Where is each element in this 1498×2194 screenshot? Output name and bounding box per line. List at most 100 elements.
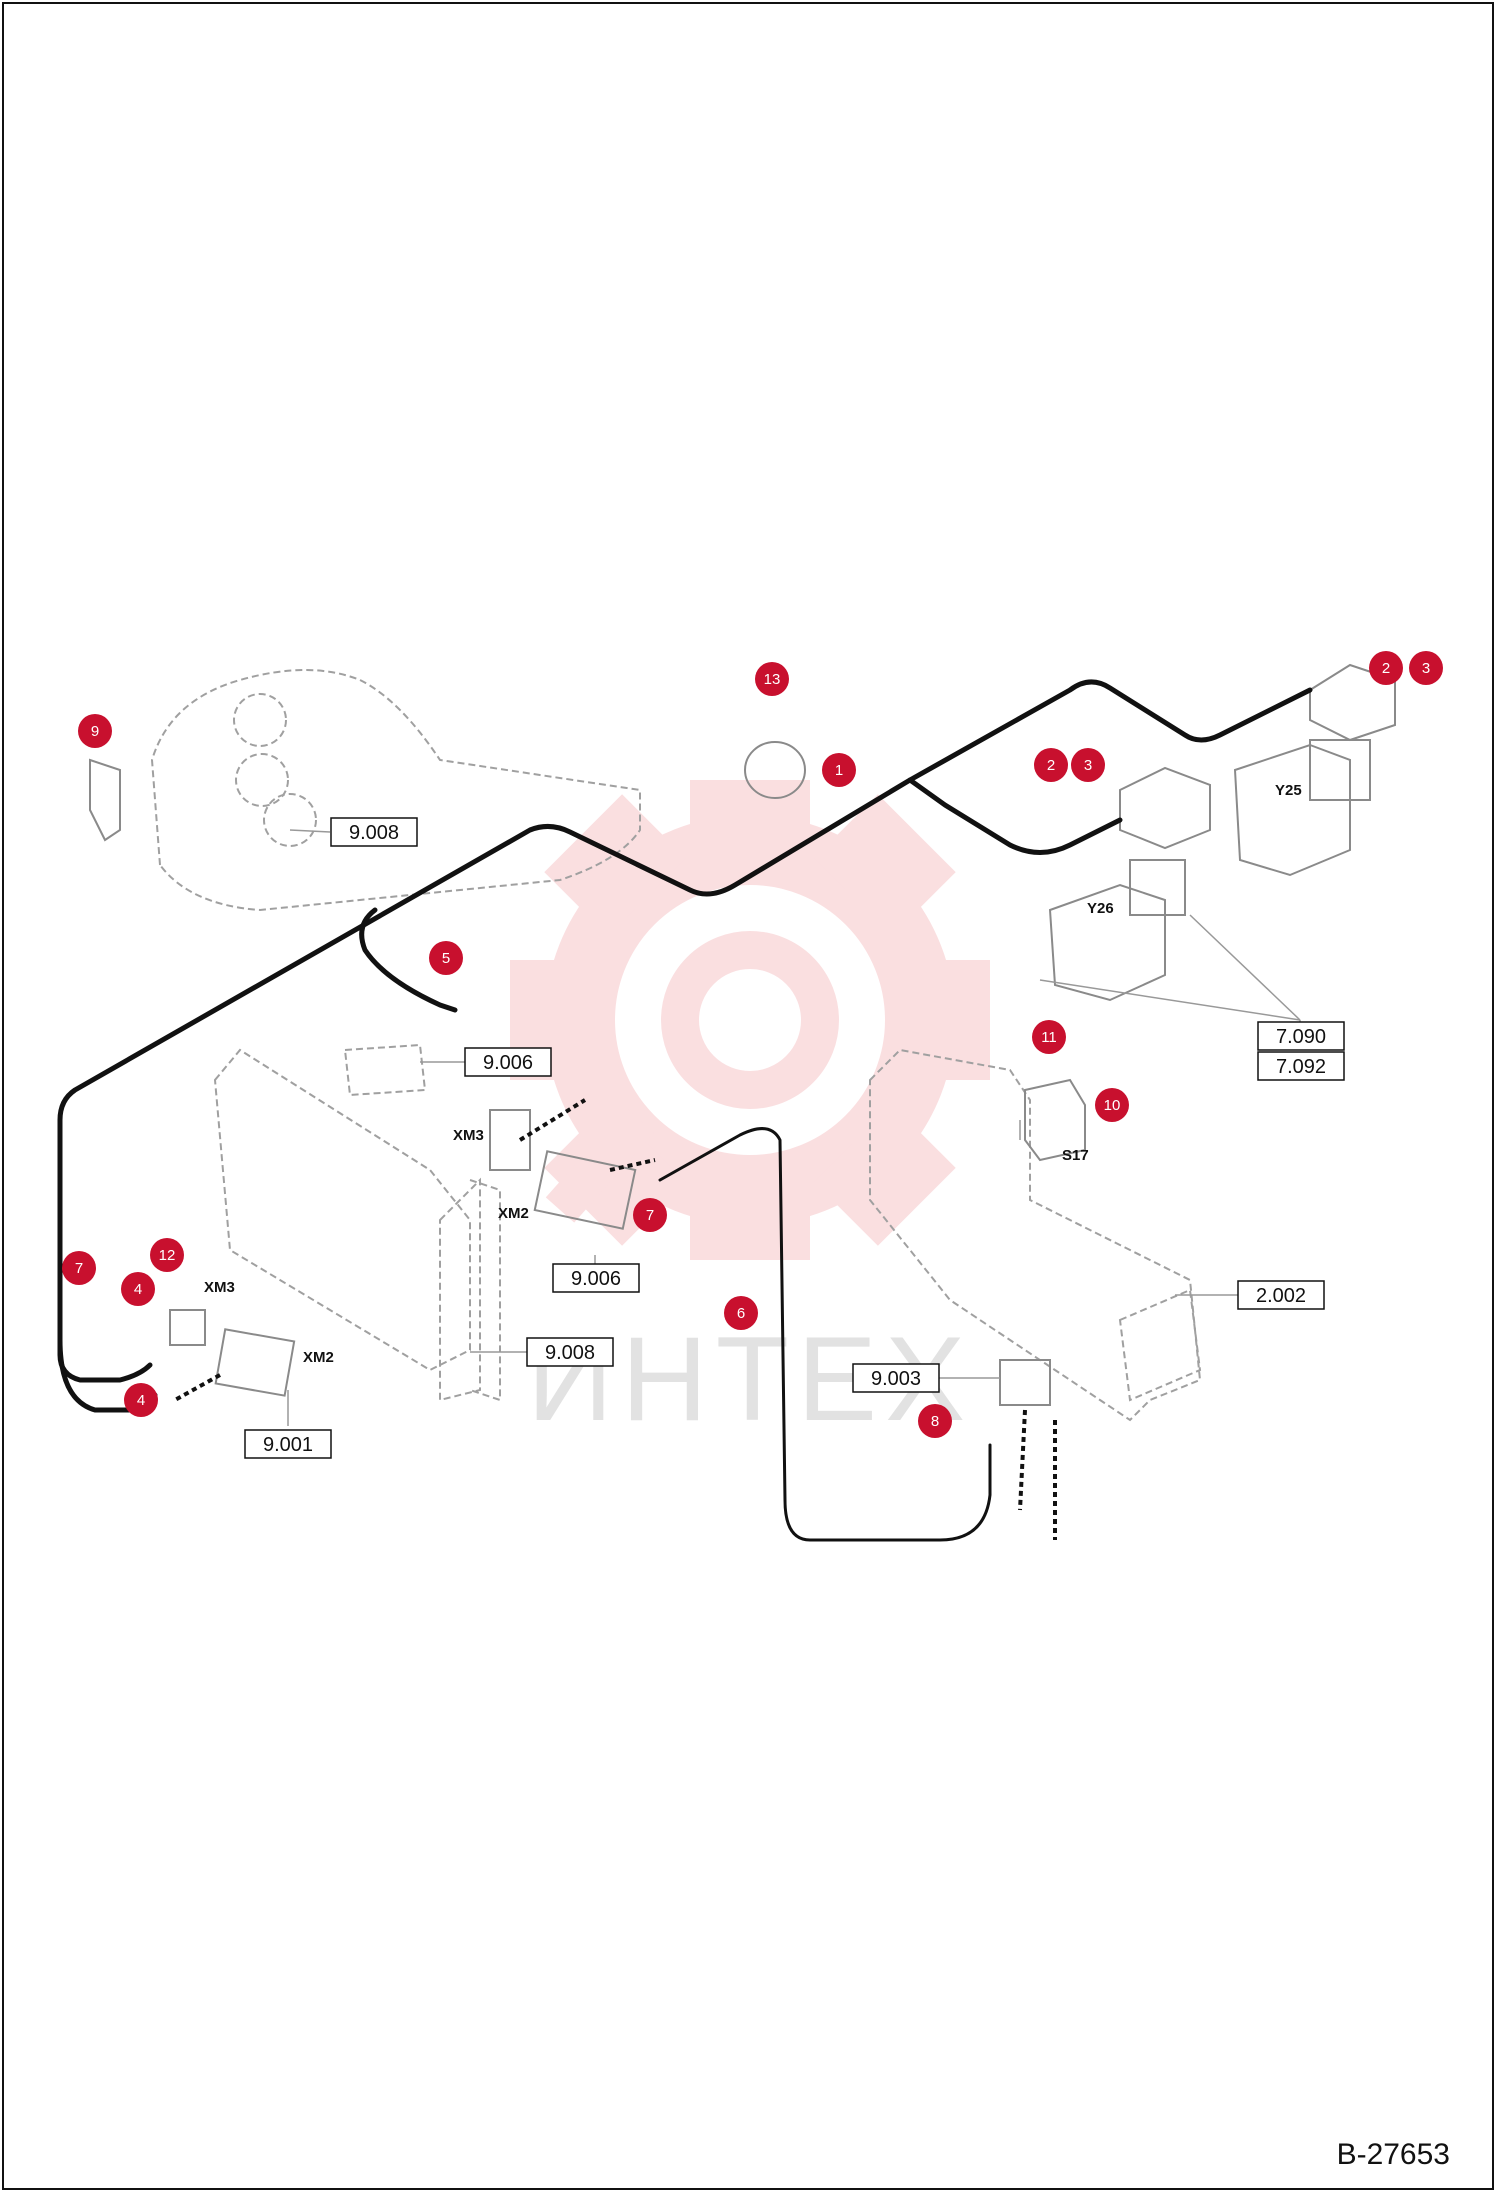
callout-7: 7 bbox=[62, 1251, 96, 1285]
callout-badge bbox=[918, 1404, 952, 1438]
callout-badge bbox=[429, 941, 463, 975]
valve-y26 bbox=[1048, 883, 1166, 1002]
main-harness bbox=[57, 679, 1313, 1383]
callout-4: 4 bbox=[121, 1272, 155, 1306]
valve-y25-coil bbox=[1309, 739, 1371, 801]
callout-9: 9 bbox=[78, 714, 112, 748]
designation-y26: Y26 bbox=[1087, 900, 1114, 917]
callout-2: 2 bbox=[1369, 651, 1403, 685]
reference-label: 9.006 bbox=[483, 1052, 533, 1074]
connector-xm2-top bbox=[533, 1150, 637, 1230]
reference-label: 9.008 bbox=[349, 822, 399, 844]
callout-badge bbox=[724, 1296, 758, 1330]
callout-number: 9 bbox=[91, 723, 99, 740]
callout-number: 1 bbox=[835, 762, 843, 779]
callout-number: 4 bbox=[137, 1392, 145, 1409]
callout-number: 3 bbox=[1422, 660, 1430, 677]
cable-tie bbox=[744, 741, 806, 799]
callout-badge bbox=[633, 1198, 667, 1232]
switch-s17 bbox=[1024, 1078, 1086, 1162]
callout-badge bbox=[1409, 651, 1443, 685]
reference-label: 7.090 bbox=[1276, 1026, 1326, 1048]
callout-badge bbox=[62, 1251, 96, 1285]
designation-xm2-top: XM2 bbox=[498, 1205, 529, 1222]
callout-badge bbox=[78, 714, 112, 748]
callout-number: 7 bbox=[646, 1207, 654, 1224]
reference-box-9-006: 9.006 bbox=[552, 1263, 640, 1293]
callout-badge bbox=[1071, 748, 1105, 782]
instrument-panel bbox=[150, 669, 641, 912]
connector-xm3-left bbox=[169, 1309, 206, 1346]
callout-number: 4 bbox=[134, 1281, 142, 1298]
designation-s17: S17 bbox=[1062, 1147, 1089, 1164]
reference-box-frame bbox=[1257, 1051, 1345, 1081]
callout-11: 11 bbox=[1032, 1020, 1066, 1054]
valve-y25 bbox=[1233, 743, 1351, 877]
callout-number: 10 bbox=[1104, 1097, 1121, 1114]
callout-badge bbox=[1369, 651, 1403, 685]
callout-number: 2 bbox=[1047, 757, 1055, 774]
reference-box-9-006: 9.006 bbox=[464, 1047, 552, 1077]
callout-13: 13 bbox=[755, 662, 789, 696]
callout-number: 13 bbox=[764, 671, 781, 688]
watermark-logo bbox=[510, 780, 990, 1260]
connector-y25 bbox=[1309, 663, 1396, 742]
callout-badge bbox=[121, 1272, 155, 1306]
callout-number: 11 bbox=[1041, 1029, 1057, 1046]
reference-box-frame bbox=[852, 1363, 940, 1393]
control-panel-side bbox=[439, 1177, 481, 1402]
harness-branch-ground bbox=[359, 907, 458, 1013]
reference-box-7-090: 7.090 bbox=[1257, 1021, 1345, 1051]
wire-bundle-xm3 bbox=[518, 1098, 587, 1142]
reference-label: 2.002 bbox=[1256, 1285, 1306, 1307]
reference-label: 9.006 bbox=[571, 1268, 621, 1290]
reference-box-frame bbox=[1257, 1021, 1345, 1051]
control-panel-back bbox=[469, 1179, 501, 1402]
reference-label: 9.001 bbox=[263, 1434, 313, 1456]
callout-badge bbox=[124, 1383, 158, 1417]
callout-badge bbox=[822, 753, 856, 787]
callout-number: 8 bbox=[931, 1413, 939, 1430]
wire-bundle-xm2-left bbox=[174, 1373, 221, 1402]
connector-xm2-left bbox=[214, 1328, 296, 1397]
reference-box-7-092: 7.092 bbox=[1257, 1051, 1345, 1081]
callout-number: 7 bbox=[75, 1260, 83, 1277]
gauge-2 bbox=[235, 753, 289, 807]
reference-box-9-008: 9.008 bbox=[526, 1337, 614, 1367]
reference-box-frame bbox=[552, 1263, 640, 1293]
callout-badge bbox=[1095, 1088, 1129, 1122]
callout-number: 3 bbox=[1084, 757, 1092, 774]
callout-badge bbox=[1034, 748, 1068, 782]
reference-box-2-002: 2.002 bbox=[1237, 1280, 1325, 1310]
callout-10: 10 bbox=[1095, 1088, 1129, 1122]
callout-6: 6 bbox=[724, 1296, 758, 1330]
switch-block bbox=[343, 1043, 427, 1097]
connector-9003 bbox=[999, 1359, 1051, 1406]
callout-2: 2 bbox=[1034, 748, 1068, 782]
callout-8: 8 bbox=[918, 1404, 952, 1438]
callout-3: 3 bbox=[1071, 748, 1105, 782]
gauge-1 bbox=[233, 693, 287, 747]
armrest-console-side bbox=[1118, 1288, 1202, 1402]
valve-y26-coil bbox=[1129, 859, 1186, 916]
reference-box-frame bbox=[244, 1429, 332, 1459]
callout-badge bbox=[755, 662, 789, 696]
designation-xm3-top: XM3 bbox=[453, 1127, 484, 1144]
diode-strip bbox=[89, 758, 121, 842]
reference-label: 7.092 bbox=[1276, 1056, 1326, 1078]
callout-number: 6 bbox=[737, 1305, 745, 1322]
reference-box-frame bbox=[330, 817, 418, 847]
drawing-number: B-27653 bbox=[1336, 2138, 1450, 2171]
harness-branch-y26 bbox=[907, 777, 1123, 855]
callout-number: 2 bbox=[1382, 660, 1390, 677]
connector-xm3-top bbox=[489, 1109, 531, 1171]
reference-box-9-003: 9.003 bbox=[852, 1363, 940, 1393]
designation-y25: Y25 bbox=[1275, 782, 1302, 799]
control-panel bbox=[213, 1048, 471, 1372]
callout-badge bbox=[1032, 1020, 1066, 1054]
wire-bundle-9003 bbox=[1018, 1409, 1027, 1511]
callout-5: 5 bbox=[429, 941, 463, 975]
reference-box-frame bbox=[526, 1337, 614, 1367]
